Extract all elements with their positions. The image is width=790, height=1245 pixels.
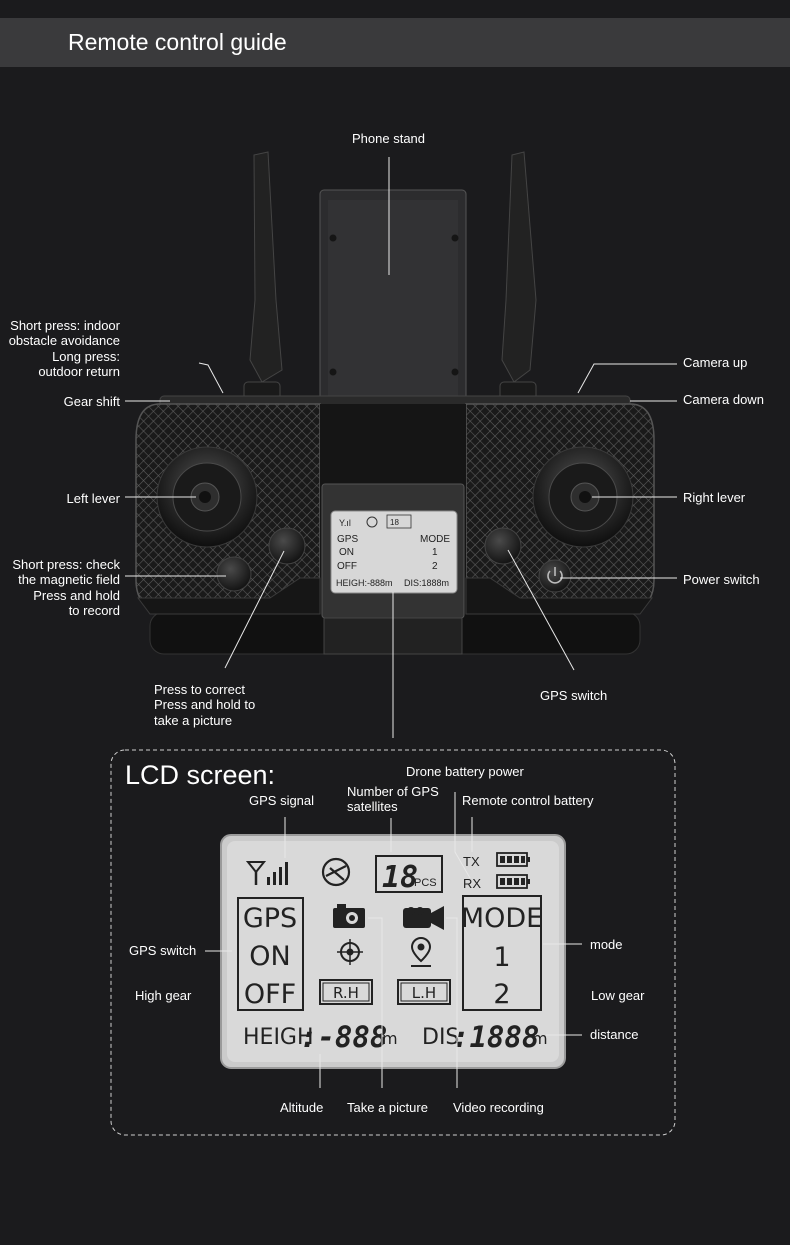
gps-box: [237, 897, 304, 1011]
lcd-section-frame: [110, 749, 676, 1136]
tx-label: TX: [463, 854, 480, 869]
label-press-hold-to: Press and hold to: [154, 697, 256, 712]
label-left-lever: Left lever: [66, 491, 120, 506]
header-bar: Remote control guide: [0, 18, 790, 67]
rh-text: R.H: [333, 984, 359, 1002]
label-num-satellites-2: satellites: [347, 799, 398, 814]
label-camera-down: Camera down: [683, 392, 764, 407]
satellite-icon: [321, 857, 351, 887]
location-pin-icon: [410, 936, 432, 967]
satellite-count: 18: [382, 860, 418, 895]
label-phone-stand: Phone stand: [352, 131, 426, 146]
svg-text:Y.ıl: Y.ıl: [339, 518, 351, 528]
altitude-unit: m: [382, 1029, 398, 1048]
svg-text:2: 2: [432, 561, 438, 572]
gps-signal-icon: [245, 861, 288, 885]
page-title: Remote control guide: [68, 29, 287, 55]
label-right-lever: Right lever: [683, 490, 746, 505]
label-take-picture: take a picture: [154, 713, 233, 728]
mode-box: [462, 895, 542, 1011]
label-power-switch: Power switch: [683, 572, 760, 587]
label-altitude: Altitude: [280, 1100, 324, 1115]
label-gear-shift: Gear shift: [63, 394, 120, 409]
lcd-section-title: LCD screen:: [125, 760, 276, 790]
mode-1-text: 1: [493, 942, 510, 973]
label-num-satellites-1: Number of GPS: [347, 784, 439, 799]
label-gps-switch-lcd: GPS switch: [129, 943, 197, 958]
label-low-gear: Low gear: [591, 988, 645, 1003]
position-icon: [337, 939, 363, 965]
gps-text: GPS: [243, 903, 297, 934]
rx-label: RX: [463, 876, 481, 891]
drone-battery-icon: [496, 852, 530, 867]
camera-icon: [333, 904, 365, 928]
svg-text:OFF: OFF: [337, 561, 357, 572]
label-camera-up: Camera up: [683, 355, 748, 370]
label-high-gear: High gear: [135, 988, 192, 1003]
heigh-label: HEIGH: [243, 1025, 314, 1050]
distance-unit: m: [532, 1029, 548, 1048]
svg-text:DIS:1888m: DIS:1888m: [404, 578, 449, 588]
label-short-press-indoor: Short press: indoor: [10, 318, 120, 333]
left-antenna: [243, 151, 283, 401]
dis-label: DIS: [422, 1025, 459, 1050]
compass-button[interactable]: [216, 556, 252, 592]
satellite-count-box: [375, 855, 443, 893]
svg-text:MODE: MODE: [420, 534, 450, 545]
lcd-leader-lines: [205, 792, 582, 1088]
rh-box: [319, 979, 373, 1005]
power-button[interactable]: [538, 559, 572, 593]
on-text: ON: [249, 941, 290, 972]
label-drone-battery: Drone battery power: [406, 764, 524, 779]
pcs-label: PCS: [414, 877, 437, 889]
label-long-press: Long press:: [52, 349, 120, 364]
phone-stand[interactable]: [319, 189, 467, 413]
lcd-screen: 18 PCS TX RX GPS ON OFF MODE 1 2 R.H L.H…: [220, 834, 566, 1069]
altitude-value: :-888: [300, 1020, 387, 1054]
svg-text:HEIGH:-888m: HEIGH:-888m: [336, 578, 393, 588]
remote-lcd: Y.ıl 18 GPS ON OFF MODE 1 2 HEIGH:-888m …: [330, 510, 458, 594]
svg-text:GPS: GPS: [337, 534, 358, 545]
mode-2-text: 2: [493, 979, 510, 1010]
label-to-record: to record: [68, 603, 120, 618]
label-magnetic-field: the magnetic field: [18, 572, 120, 587]
label-take-a-picture: Take a picture: [347, 1100, 428, 1115]
label-rc-battery: Remote control battery: [462, 793, 594, 808]
gps-button[interactable]: [484, 527, 522, 565]
label-gps-signal: GPS signal: [249, 793, 315, 808]
label-outdoor-return: outdoor return: [38, 364, 120, 379]
label-press-hold: Press and hold: [33, 588, 120, 603]
right-antenna: [499, 151, 537, 401]
label-press-correct: Press to correct: [154, 682, 246, 697]
video-camera-icon: [403, 906, 444, 930]
svg-text:ON: ON: [339, 547, 354, 558]
lh-text: L.H: [412, 984, 436, 1002]
left-lever[interactable]: [156, 446, 258, 548]
label-obstacle-avoidance: obstacle avoidance: [8, 333, 120, 348]
label-gps-switch-remote: GPS switch: [540, 688, 608, 703]
distance-value: :1888: [452, 1020, 539, 1054]
photo-button[interactable]: [268, 527, 306, 565]
remote-battery-icon: [496, 874, 530, 889]
label-mode: mode: [590, 937, 623, 952]
label-video-recording: Video recording: [453, 1100, 544, 1115]
svg-text:1: 1: [432, 547, 438, 558]
off-text: OFF: [244, 979, 296, 1010]
svg-text:18: 18: [390, 518, 399, 527]
right-lever[interactable]: [532, 446, 634, 548]
mode-text: MODE: [461, 903, 543, 934]
label-distance: distance: [590, 1027, 639, 1042]
lh-box: [397, 979, 451, 1005]
label-short-press-check: Short press: check: [12, 557, 120, 572]
remote-leader-lines: [125, 157, 677, 738]
